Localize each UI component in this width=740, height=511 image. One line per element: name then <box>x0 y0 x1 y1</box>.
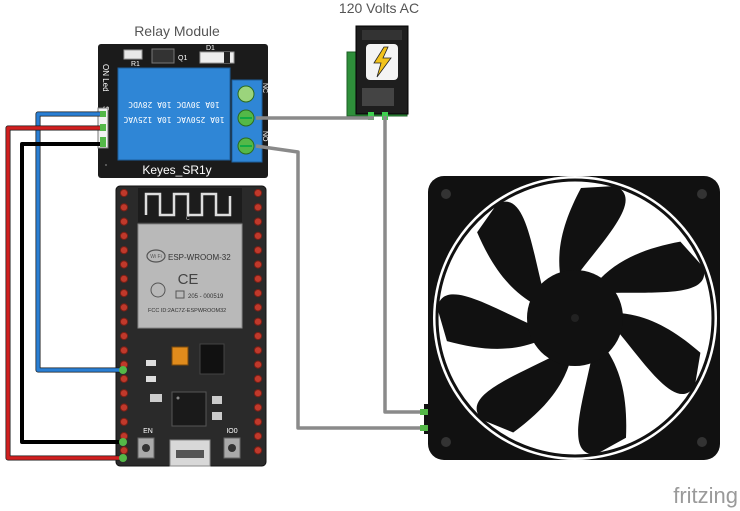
relay-rating-dc: 10A 30VDC 10A 28VDC <box>128 100 220 109</box>
header-pin <box>253 432 263 441</box>
fan-blade <box>613 312 701 394</box>
q1-label: Q1 <box>178 55 187 62</box>
r1-label: R1 <box>131 61 140 68</box>
header-pin <box>253 446 263 455</box>
header-pin <box>119 203 129 212</box>
terminal-nc <box>237 85 255 103</box>
header-pin <box>119 188 129 198</box>
header-pin <box>253 188 263 198</box>
fan-blade <box>595 241 705 294</box>
header-pin <box>119 346 129 355</box>
lightning-icon <box>373 46 392 78</box>
fan-blade <box>578 346 627 455</box>
fan-blade <box>559 186 626 280</box>
on-led-label: ON Led <box>101 64 110 92</box>
d1-label: D1 <box>206 45 215 52</box>
header-pin <box>253 360 263 369</box>
header-pin <box>119 260 129 269</box>
fan-blade <box>477 201 544 306</box>
header-pin <box>253 303 263 312</box>
esp-wroom-shield <box>137 223 243 329</box>
header-pin <box>253 203 263 212</box>
fan-blades <box>437 186 705 455</box>
cooling-fan <box>424 176 720 460</box>
en-label: EN <box>143 428 153 435</box>
nc-label: NC <box>261 83 268 93</box>
header-pin <box>119 274 129 283</box>
header-pin <box>253 260 263 269</box>
header-pin <box>253 346 263 355</box>
esp-pins-left <box>119 188 129 455</box>
header-pin <box>253 403 263 412</box>
header-pin <box>119 231 129 240</box>
relay-part-number: SRD-05VDC-SL-C <box>0 76 40 87</box>
ac-source-title: 120 Volts AC <box>339 0 419 16</box>
header-pin <box>119 217 129 226</box>
wire-ac-to-fan <box>383 116 426 414</box>
header-pin <box>119 331 129 341</box>
header-pin <box>253 389 263 398</box>
header-pin <box>119 374 129 383</box>
header-pin <box>253 217 263 226</box>
wifi-logo: Wi Fi <box>150 254 161 260</box>
wire-no-to-fan <box>255 144 426 430</box>
header-pin <box>119 403 129 412</box>
wire-black-gnd <box>20 142 122 444</box>
no-label: NO <box>261 131 268 142</box>
header-pin <box>119 303 129 312</box>
relay-rating-ac: 10A 250VAC 10A 125VAC <box>123 115 224 124</box>
header-pin <box>253 246 263 255</box>
header-pin <box>253 417 263 426</box>
header-pin <box>253 231 263 240</box>
header-pin <box>253 317 263 326</box>
esp-pins-right <box>253 188 263 455</box>
header-pin <box>119 317 129 326</box>
esp32-board: C Wi Fi ESP-WROOM-32 CE 205 - 000519 FCC… <box>115 185 267 467</box>
wire-ac-to-com <box>256 116 374 120</box>
relay-module: SRD-05VDC-SL-C 10A 30VDC 10A 28VDC 10A 2… <box>0 44 268 178</box>
header-pin <box>119 446 129 455</box>
svg-text:CE: CE <box>178 271 199 288</box>
header-pin <box>119 289 129 298</box>
header-pin <box>253 331 263 341</box>
fcc-id: FCC ID:2AC7Z-ESPWROOM32 <box>148 308 226 314</box>
relay-model-label: Keyes_SR1y <box>142 163 211 177</box>
relay-module-title: Relay Module <box>134 23 220 39</box>
header-pin <box>119 389 129 398</box>
esp-c-label: C <box>186 216 190 222</box>
header-pin <box>253 374 263 383</box>
header-pin <box>253 274 263 283</box>
header-pin <box>119 246 129 255</box>
fritzing-watermark: fritzing <box>673 483 738 508</box>
relay-body <box>117 67 231 161</box>
header-pin <box>119 417 129 426</box>
io0-label: IO0 <box>226 428 237 435</box>
header-pin <box>253 289 263 298</box>
fan-blade <box>476 354 572 433</box>
esp-module-name: ESP-WROOM-32 <box>168 253 231 262</box>
fan-blade <box>437 294 542 349</box>
ac-power-jack <box>346 25 409 120</box>
r-code: 205 - 000519 <box>188 294 224 300</box>
